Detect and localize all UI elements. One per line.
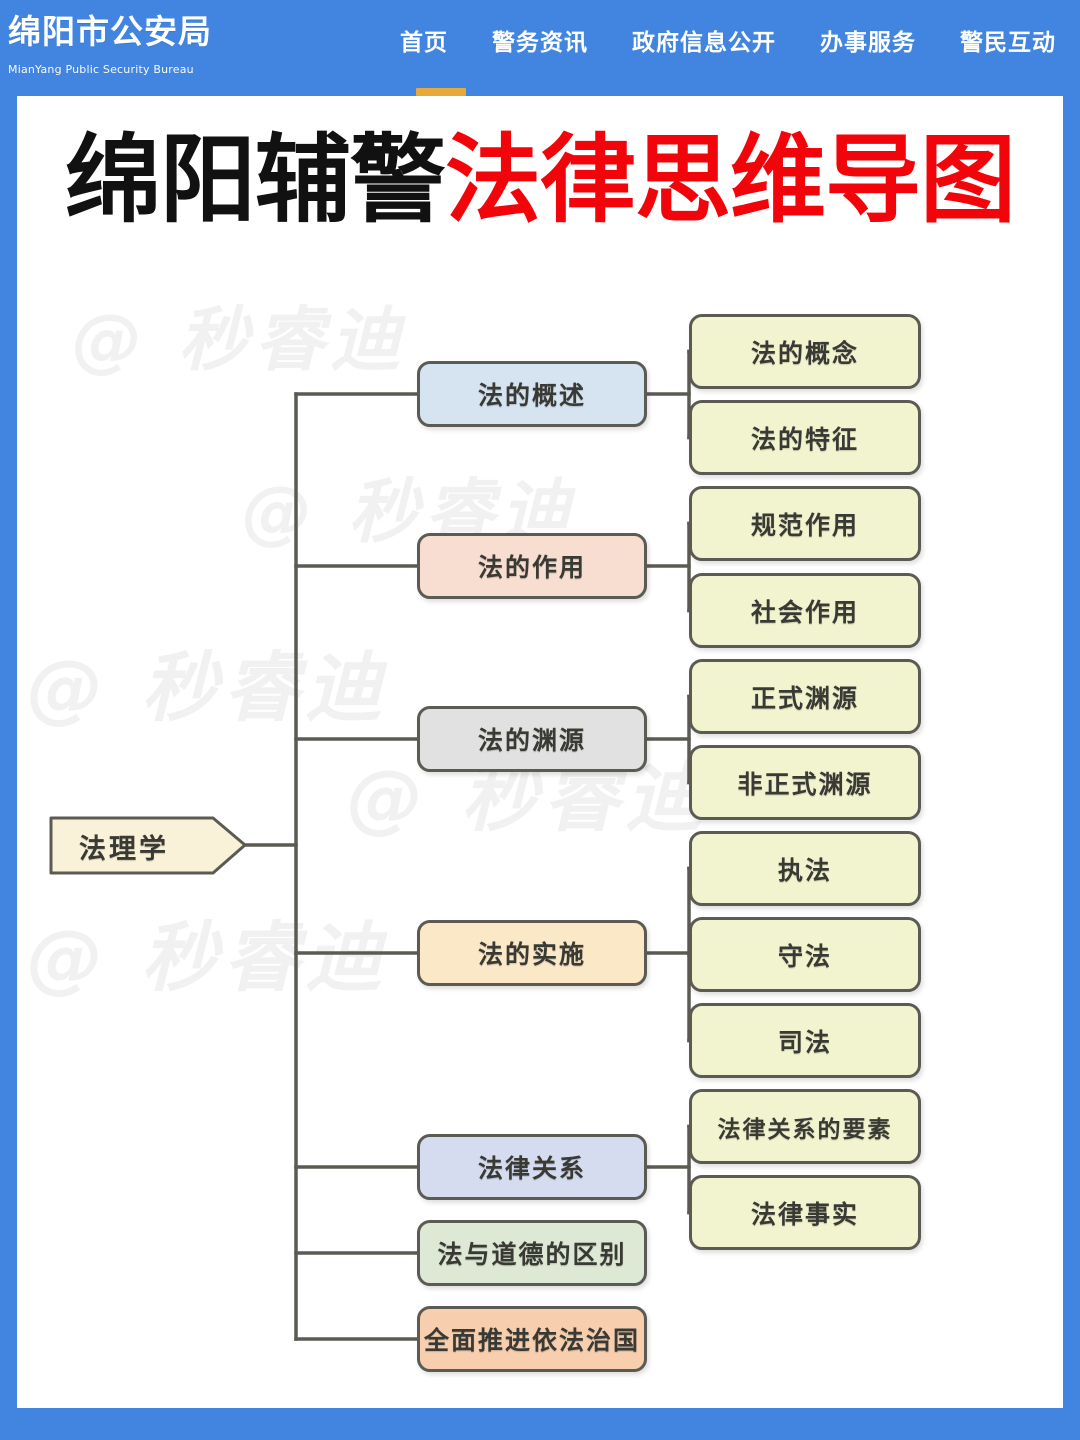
mindmap-branch-node[interactable]: 法律关系: [417, 1134, 647, 1200]
mindmap-leaf-node[interactable]: 法的特征: [689, 400, 921, 475]
mindmap-branch-label: 法的渊源: [477, 726, 586, 755]
mindmap-branch-label: 法的概述: [477, 381, 586, 410]
mindmap-branch-label: 法与道德的区别: [437, 1240, 627, 1269]
mindmap-leaf-node[interactable]: 非正式渊源: [689, 745, 921, 820]
page-title: 绵阳辅警法律思维导图: [17, 124, 1063, 236]
mindmap-leaf-label: 社会作用: [750, 597, 859, 627]
nav-item-interact[interactable]: 警民互动: [960, 30, 1056, 56]
nav-item-news[interactable]: 警务资讯: [492, 30, 588, 56]
site-brand[interactable]: 绵阳市公安局 MianYang Public Security Bureau: [8, 12, 212, 76]
site-header: 绵阳市公安局 MianYang Public Security Bureau 首…: [0, 0, 1080, 96]
page-title-black: 绵阳辅警: [65, 124, 446, 236]
active-tab-indicator: [416, 88, 466, 96]
mindmap-leaf-node[interactable]: 正式渊源: [689, 659, 921, 734]
brand-title-en: MianYang Public Security Bureau: [8, 63, 194, 76]
brand-title-cn: 绵阳市公安局: [8, 12, 212, 51]
mindmap-leaf-node[interactable]: 法律事实: [689, 1175, 921, 1250]
mindmap-leaf-node[interactable]: 司法: [689, 1003, 921, 1078]
mindmap-branch-label: 法的作用: [477, 553, 586, 582]
nav-item-gov-info[interactable]: 政府信息公开: [632, 30, 776, 56]
mindmap-leaf-label: 规范作用: [750, 510, 859, 540]
mindmap-leaf-label: 法的概念: [750, 338, 859, 368]
mindmap-leaf-node[interactable]: 法的概念: [689, 314, 921, 389]
mindmap-leaf-label: 非正式渊源: [737, 769, 873, 799]
mindmap-branch-label: 法的实施: [477, 940, 586, 969]
mindmap-branch-node[interactable]: 法的作用: [417, 533, 647, 599]
mindmap-branch-node[interactable]: 全面推进依法治国: [417, 1306, 647, 1372]
mindmap-leaf-node[interactable]: 守法: [689, 917, 921, 992]
mindmap-branch-node[interactable]: 法的概述: [417, 361, 647, 427]
mindmap-root-label: 法理学: [79, 833, 169, 865]
mindmap-leaf-label: 法律关系的要素: [717, 1116, 893, 1143]
mindmap-leaf-node[interactable]: 法律关系的要素: [689, 1089, 921, 1164]
mindmap-leaf-label: 守法: [777, 941, 832, 971]
mindmap-leaf-node[interactable]: 执法: [689, 831, 921, 906]
mindmap-leaf-label: 正式渊源: [750, 683, 859, 713]
mindmap-leaf-label: 司法: [777, 1027, 832, 1057]
mindmap-root-node[interactable]: 法理学: [47, 810, 257, 882]
mindmap-branch-label: 全面推进依法治国: [423, 1326, 640, 1355]
mindmap-leaf-label: 执法: [777, 855, 832, 885]
mindmap-branch-node[interactable]: 法与道德的区别: [417, 1220, 647, 1286]
content-card: 绵阳辅警法律思维导图 @ 秒睿迪 @ 秒睿迪 @ 秒睿迪 @ 秒睿迪 @ 秒睿迪…: [17, 96, 1063, 1408]
mindmap-leaf-label: 法律事实: [750, 1199, 859, 1229]
mindmap: 法理学 法的概述法的作用法的渊源法的实施法律关系法与道德的区别全面推进依法治国 法的…: [17, 96, 1063, 1408]
page-title-red: 法律思维导图: [445, 124, 1016, 236]
mindmap-branch-node[interactable]: 法的渊源: [417, 706, 647, 772]
mindmap-branch-label: 法律关系: [477, 1154, 586, 1183]
nav-item-services[interactable]: 办事服务: [820, 30, 916, 56]
main-navigation: 首页 警务资讯 政府信息公开 办事服务 警民互动: [400, 23, 1056, 57]
mindmap-leaf-label: 法的特征: [750, 424, 859, 454]
mindmap-leaf-node[interactable]: 社会作用: [689, 573, 921, 648]
mindmap-branch-node[interactable]: 法的实施: [417, 920, 647, 986]
nav-item-home[interactable]: 首页: [400, 30, 448, 56]
mindmap-leaf-node[interactable]: 规范作用: [689, 486, 921, 561]
